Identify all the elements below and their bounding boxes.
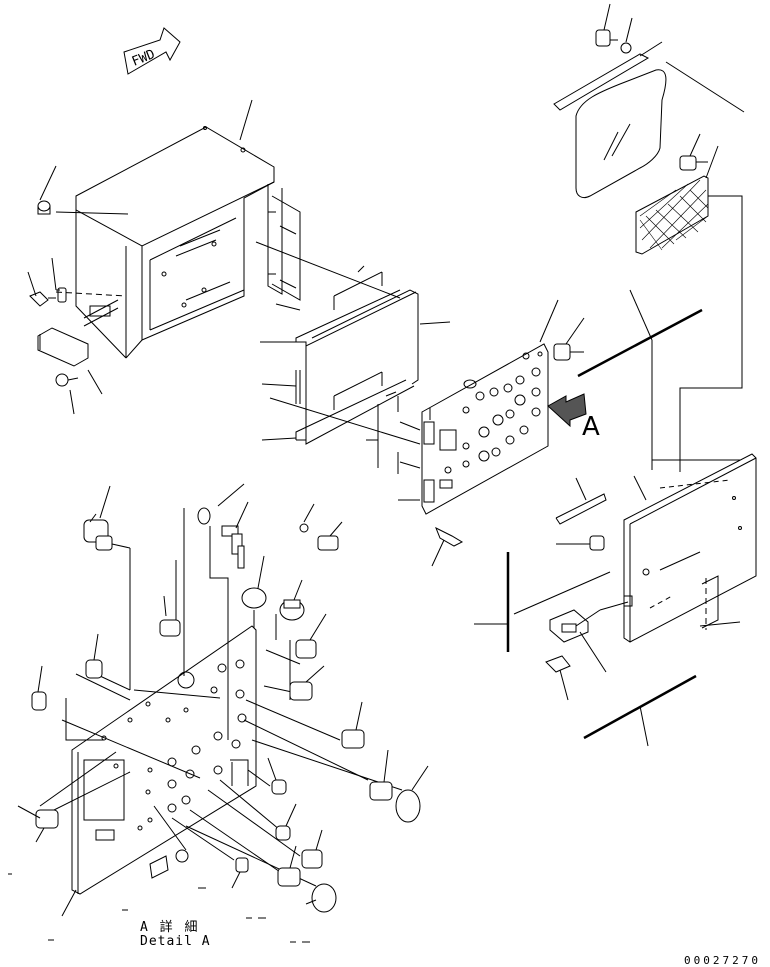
gasket-frames	[256, 242, 450, 444]
panel-bolt-right	[554, 318, 584, 360]
detail-title-english: Detail A	[140, 934, 211, 949]
side-bracket	[272, 196, 300, 300]
bolt-set-left	[28, 166, 102, 414]
housing-box	[56, 127, 282, 359]
detail-a-leaders	[38, 508, 402, 886]
seal-strip-right	[578, 310, 702, 376]
bracket-bar	[556, 478, 606, 524]
panel-screw	[432, 528, 462, 566]
key-switch	[84, 486, 130, 550]
fwd-arrow-icon: FWD	[124, 28, 180, 74]
key-set	[198, 484, 248, 568]
pilot-lamp	[242, 556, 266, 608]
net-mesh	[640, 180, 708, 250]
rotary-switch	[280, 580, 304, 620]
latch-parts	[514, 536, 628, 700]
right-cover-box	[624, 452, 756, 642]
upper-right-parts	[554, 4, 744, 472]
control-panel	[366, 300, 558, 514]
view-a-label: A	[582, 412, 600, 442]
drawing-number: 00027270	[684, 954, 761, 967]
washer-and-bolt	[300, 504, 342, 550]
button-set	[18, 596, 428, 916]
view-a-arrow-icon	[548, 394, 586, 426]
detail-a-panel	[72, 626, 256, 894]
cover-plate	[38, 328, 88, 366]
detail-title-japanese: A 詳 細	[140, 920, 200, 935]
